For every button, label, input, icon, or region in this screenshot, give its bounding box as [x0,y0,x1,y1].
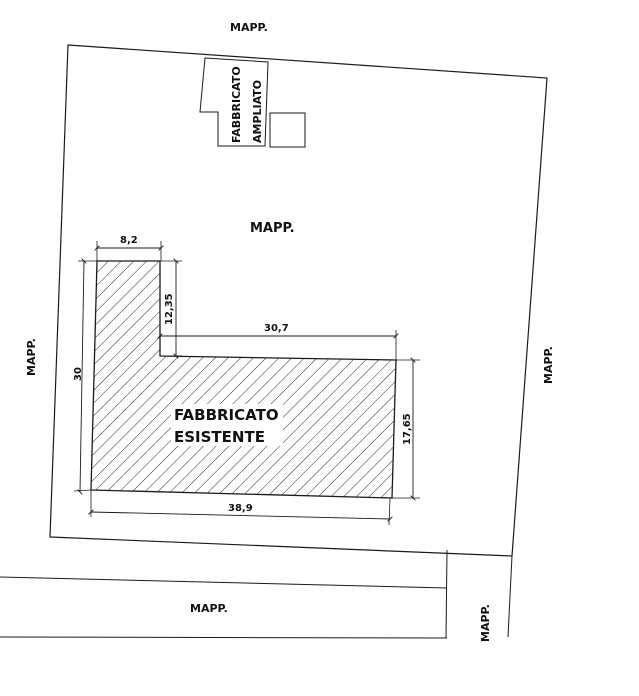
lot-edge-lower-right [507,555,513,638]
dim-line-total-width [91,512,390,519]
ext-line [73,489,92,492]
ext-line [388,497,391,526]
dim-label-total-width: 38,9 [228,503,253,514]
parcel-label-top: MAPP. [230,21,268,34]
existing-building-label-line2: ESISTENTE [174,428,265,446]
extended-building-annex [269,112,306,148]
parcel-label-bottom: MAPP. [190,602,228,615]
dim-label-right-height: 17,65 [402,413,413,445]
dim-label-right-top-width: 30,7 [264,323,289,334]
parcel-label-bottom-right: MAPP. [479,604,492,642]
extended-building-label-line2: AMPLIATO [251,80,264,143]
parcel-label-right: MAPP. [542,346,555,384]
dim-label-notch-height: 12,35 [164,293,175,325]
extended-building-label-line1: FABBRICATO [230,66,243,143]
dim-label-total-height: 30 [73,367,84,381]
road-edge-right [445,549,448,639]
road-edge-bottom [0,636,448,639]
parcel-label-center: MAPP. [250,221,295,236]
dim-line-total-height [80,261,84,492]
parcel-label-left: MAPP. [25,338,38,376]
dim-label-top-width: 8,2 [120,235,138,246]
extended-building-outline [199,57,269,147]
existing-building-hatch [90,260,397,499]
existing-building-label-line1: FABBRICATO [174,406,279,424]
existing-building-label-bg [171,404,283,446]
road-edge-top [0,576,448,589]
